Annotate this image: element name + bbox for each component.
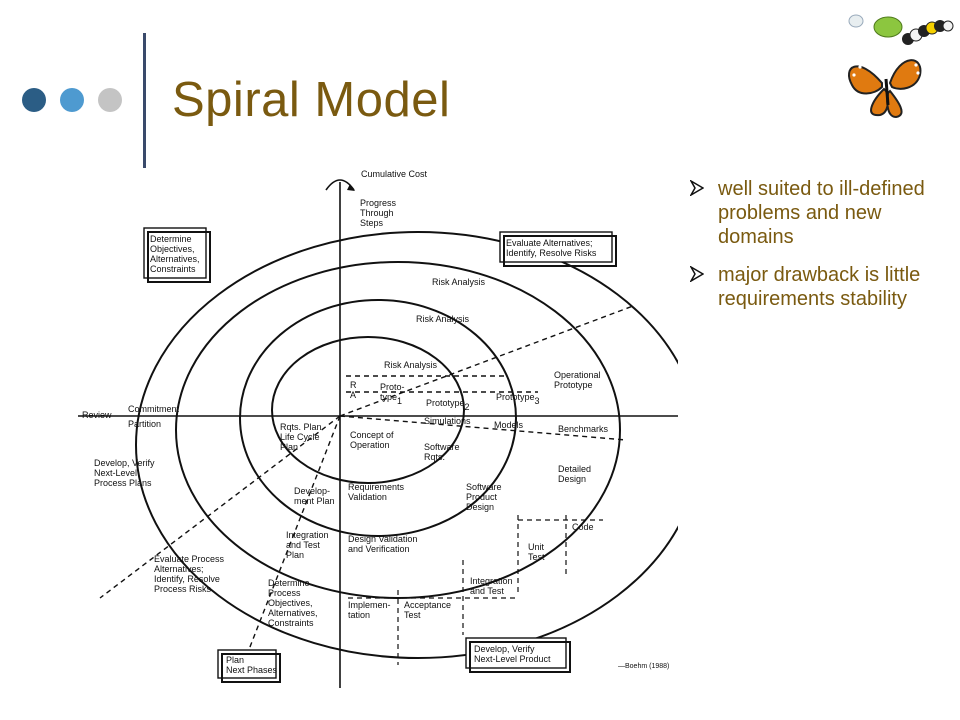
code-label: Code (572, 522, 594, 532)
bullet-text: major drawback is little requirements st… (718, 264, 921, 310)
progress-label: Progress Through Steps (360, 198, 399, 228)
prototype-1-label: Proto- type1 (380, 382, 407, 406)
dot-mid (60, 88, 84, 112)
commitment-label: Commitment (128, 404, 180, 414)
spiral-diagram: Cumulative Cost Progress Through Steps D… (78, 160, 701, 695)
simulations-label: Simulations (424, 416, 471, 426)
bullet-item: well suited to ill-defined problems and … (688, 177, 956, 249)
operational-prototype-label: Operational Prototype (554, 370, 603, 390)
ra-label: R A (350, 380, 359, 400)
boehm-citation: —Boehm (1988) (618, 663, 669, 670)
development-plan-label: Develop- ment Plan (294, 486, 335, 506)
title-divider (143, 33, 146, 168)
implementation-label: Implemen- tation (348, 600, 393, 620)
determine-objectives-box: Determine Objectives, Alternatives, Cons… (150, 234, 202, 274)
integration-and-test-label: Integration and Test (470, 576, 515, 596)
requirements-validation-label: Requirements Validation (348, 482, 407, 502)
determine-process-label: Determine Process Objectives, Alternativ… (268, 578, 320, 628)
caterpillar-icon (873, 16, 954, 45)
develop-verify-process-plans-label: Develop, Verify Next-Level Process Plans (94, 458, 157, 488)
risk-analysis-label-1: Risk Analysis (432, 277, 486, 287)
bullet-item: major drawback is little requirements st… (688, 263, 956, 311)
unit-test-label: Unit Test (528, 542, 547, 562)
risk-analysis-label-2: Risk Analysis (416, 314, 470, 324)
evaluate-process-label: Evaluate Process Alternatives; Identify,… (154, 554, 227, 594)
detailed-design-label: Detailed Design (558, 464, 594, 484)
rqts-plan-label: Rqts. Plan Life Cycle Plan (280, 422, 324, 452)
software-rqts-label: Software Rqts. (424, 442, 462, 462)
models-label: Models (494, 420, 524, 430)
integration-test-plan-label: Integration and Test Plan (286, 530, 331, 560)
logo (838, 5, 956, 128)
prototype-3-label: Prototype3 (496, 392, 540, 406)
benchmarks-label: Benchmarks (558, 424, 609, 434)
design-validation-label: Design Validation and Verification (348, 534, 420, 554)
partition-label: Partition (128, 419, 161, 429)
bullet-list: well suited to ill-defined problems and … (688, 177, 956, 325)
bullet-arrow-icon (690, 266, 704, 282)
slide-title: Spiral Model (172, 73, 451, 127)
dot-dark (22, 88, 46, 112)
risk-analysis-label-3: Risk Analysis (384, 360, 438, 370)
evaluate-alternatives-box: Evaluate Alternatives; Identify, Resolve… (506, 238, 597, 258)
butterfly-icon (847, 59, 922, 119)
acceptance-test-label: Acceptance Test (404, 600, 454, 620)
egg-icon (848, 14, 864, 28)
plan-next-phases-box: Plan Next Phases (226, 655, 278, 675)
bullet-text: well suited to ill-defined problems and … (718, 178, 925, 248)
cumulative-cost-label: Cumulative Cost (361, 169, 428, 179)
software-product-design-label: Software Product Design (466, 482, 504, 512)
review-label: Review (82, 410, 112, 420)
prototype-2-label: Prototype2 (426, 398, 470, 412)
bullet-arrow-icon (690, 180, 704, 196)
dot-light (98, 88, 122, 112)
concept-of-operation-label: Concept of Operation (350, 430, 396, 450)
develop-verify-product-box: Develop, Verify Next-Level Product (474, 644, 551, 664)
